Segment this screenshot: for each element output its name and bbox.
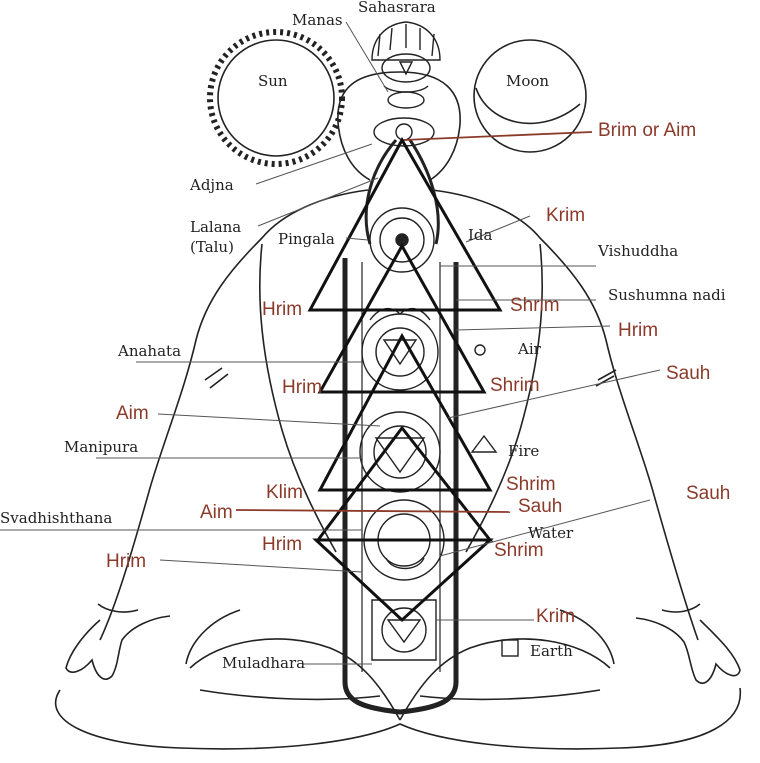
label-talu: (Talu) <box>190 238 234 256</box>
fire-symbol <box>470 434 498 453</box>
label-svadhishthana: Svadhishthana <box>0 509 112 527</box>
mantra-hrim-left2: Hrim <box>282 377 322 398</box>
accent-lines <box>235 131 593 513</box>
triangle-upward-2 <box>317 242 487 394</box>
label-anahata: Anahata <box>117 342 181 360</box>
mantra-aim-left1: Aim <box>116 403 149 424</box>
muladhara-chakra <box>371 599 437 661</box>
mantra-hrim-far-left: Hrim <box>106 551 146 572</box>
label-lalana: Lalana <box>190 218 241 236</box>
sushumna-channel <box>342 139 459 715</box>
label-manas: Manas <box>292 11 343 29</box>
vishuddha-chakra <box>369 207 435 273</box>
label-manipura: Manipura <box>64 438 138 456</box>
label-sushumna: Sushumna nadi <box>608 286 726 304</box>
sanskrit-labels: Sahasrara Manas Sun Moon Adjna Lalana (T… <box>0 0 726 672</box>
earth-symbol <box>501 639 519 657</box>
label-vishuddha: Vishuddha <box>597 242 678 260</box>
label-water: Water <box>528 524 574 542</box>
mantra-sauh-right1: Sauh <box>666 363 710 384</box>
mantra-hrim-right1: Hrim <box>618 320 658 341</box>
sahasrara-lotus <box>371 21 441 109</box>
mantra-labels: Brim or Aim Krim Hrim Shrim Hrim Hrim Sh… <box>106 120 730 627</box>
yantra-triangles <box>307 136 503 623</box>
label-moon: Moon <box>506 72 549 90</box>
mantra-shrim-right2: Shrim <box>490 375 540 396</box>
mantra-hrim-left1: Hrim <box>262 299 302 320</box>
mantra-shrim-right4: Shrim <box>494 540 544 561</box>
mantra-sauh-mid: Sauh <box>518 496 562 517</box>
mantra-hrim-left3: Hrim <box>262 534 302 555</box>
mantra-shrim-right1: Shrim <box>510 295 560 316</box>
sun-symbol <box>207 29 345 167</box>
label-adjna: Adjna <box>189 176 234 194</box>
label-muladhara: Muladhara <box>222 654 305 672</box>
body-outline <box>54 71 742 750</box>
manipura-chakra <box>359 411 441 493</box>
mantra-shrim-right3: Shrim <box>506 474 556 495</box>
label-sahasrara: Sahasrara <box>358 0 436 16</box>
mantra-sauh-far-right: Sauh <box>686 483 730 504</box>
mantra-aim-left2: Aim <box>200 502 233 523</box>
triangle-upward-3 <box>317 332 493 492</box>
label-pingala: Pingala <box>278 230 335 248</box>
triangle-top-upward <box>307 136 503 312</box>
label-earth: Earth <box>530 642 573 660</box>
label-fire: Fire <box>508 442 539 460</box>
mantra-krim-bottom: Krim <box>536 606 575 627</box>
mantra-klim: Klim <box>266 482 303 503</box>
label-air: Air <box>517 340 542 358</box>
air-symbol <box>474 344 486 356</box>
moon-symbol <box>473 39 587 153</box>
mantra-brim-or-aim: Brim or Aim <box>598 120 696 141</box>
triangle-downward <box>312 538 494 623</box>
label-sun: Sun <box>258 72 288 90</box>
label-ida: Ida <box>468 226 493 244</box>
mantra-krim-top: Krim <box>546 205 585 226</box>
